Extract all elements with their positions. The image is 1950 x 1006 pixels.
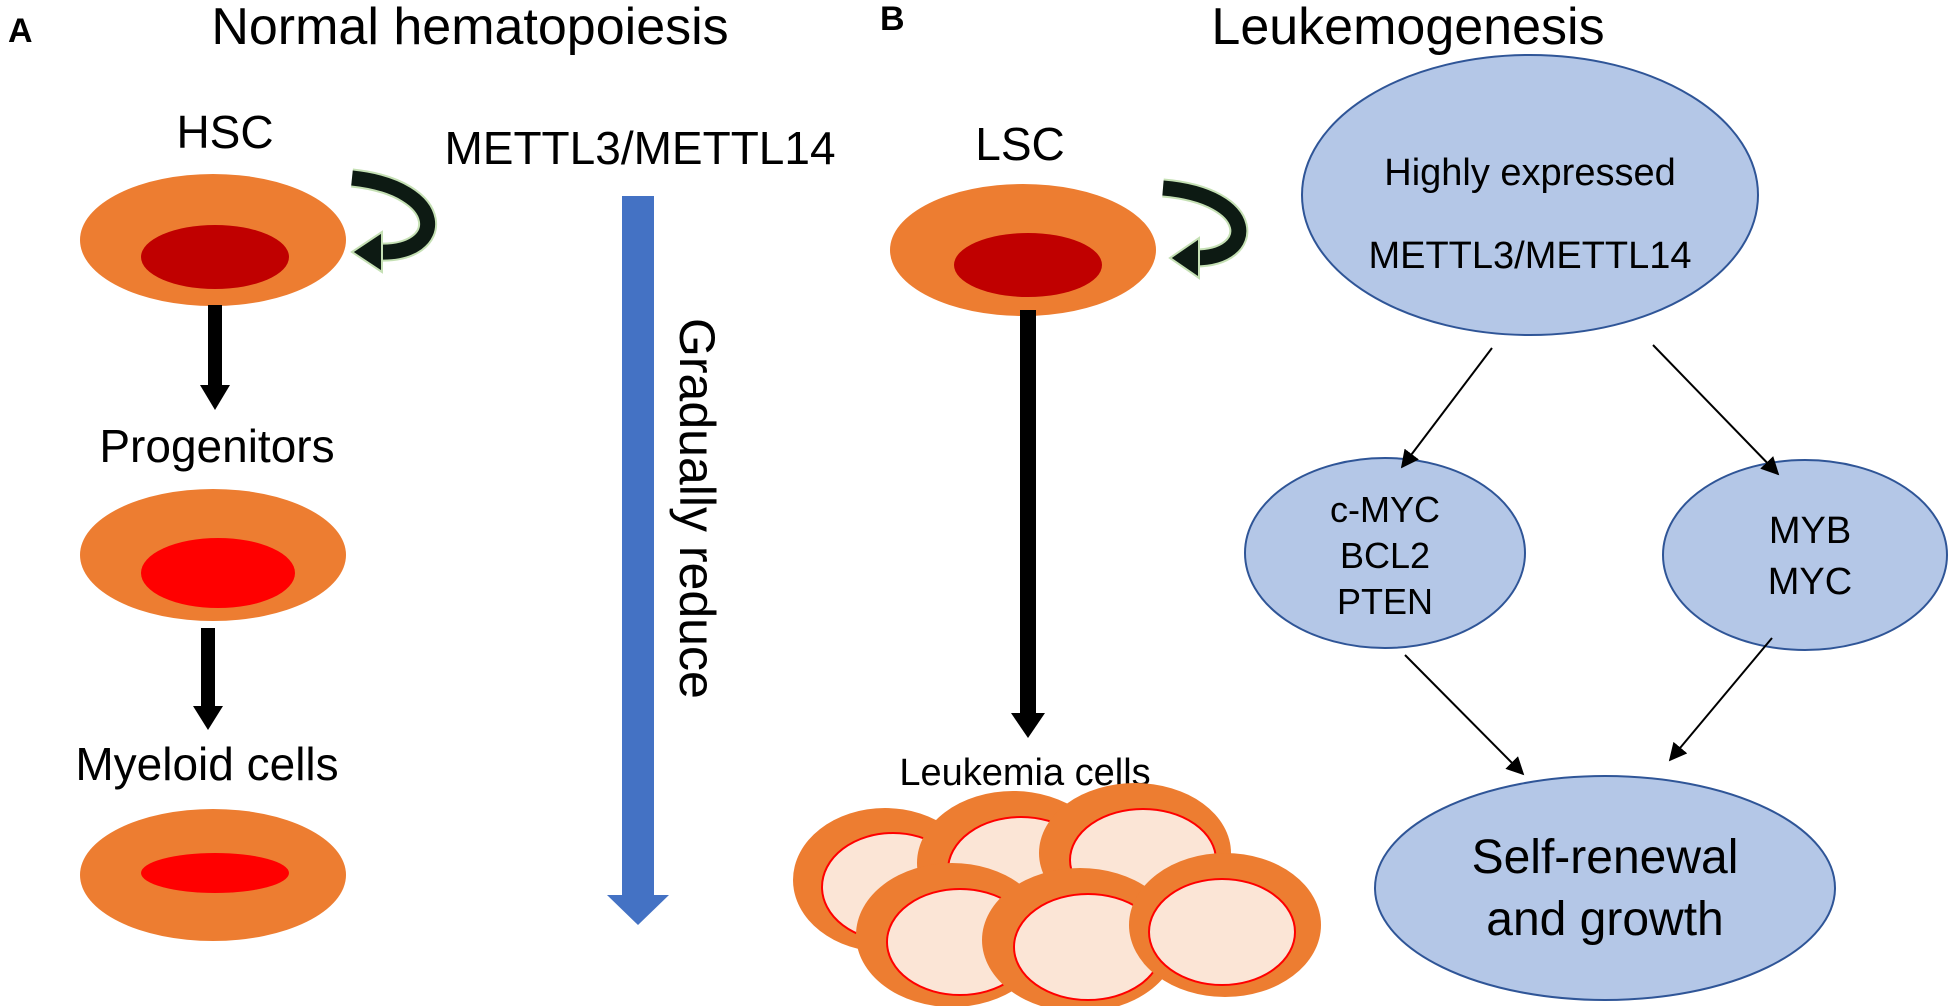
highly-expressed-label: Highly expressed xyxy=(1384,152,1675,194)
panel-b-title: Leukemogenesis xyxy=(1211,0,1604,56)
bcl2-label: BCL2 xyxy=(1340,535,1430,576)
right-to-bottom-arrow-icon xyxy=(1668,637,1773,762)
left-to-bottom-arrow-icon xyxy=(1404,654,1525,776)
panel-b: B Leukemogenesis LSC Leukemia cells xyxy=(793,0,1948,1006)
gradually-reduce-label: Gradually reduce xyxy=(669,318,725,699)
progenitor-cell xyxy=(80,489,346,621)
highly-expressed-node: Highly expressed METTL3/METTL14 xyxy=(1301,54,1759,336)
myb-myc-node: MYB MYC xyxy=(1662,459,1948,651)
lsc-self-renewal-arrow-icon xyxy=(1162,178,1249,280)
myb-label: MYB xyxy=(1769,510,1851,552)
leukemia-cell xyxy=(1129,853,1321,997)
panel-a: A Normal hematopoiesis HSC METTL3/METTL1… xyxy=(8,0,836,941)
progenitor-nucleus xyxy=(141,538,295,608)
self-renewal-node: Self-renewal and growth xyxy=(1374,775,1836,1001)
top-to-left-arrow-icon xyxy=(1400,347,1493,469)
highly-expressed-enzyme-label: METTL3/METTL14 xyxy=(1368,235,1691,277)
lsc-nucleus xyxy=(954,233,1102,297)
self-renewal-label: Self-renewal xyxy=(1472,831,1739,884)
pten-label: PTEN xyxy=(1337,581,1433,622)
hsc-label: HSC xyxy=(176,106,273,158)
lsc-label: LSC xyxy=(975,118,1064,170)
lsc-cell xyxy=(890,184,1156,316)
hsc-to-progenitors-arrow-icon xyxy=(200,305,230,410)
hsc-cell xyxy=(80,174,346,306)
myc-label: MYC xyxy=(1768,561,1852,603)
c-myc-label: c-MYC xyxy=(1330,489,1440,530)
progenitors-to-myeloid-arrow-icon xyxy=(193,628,223,730)
hsc-self-renewal-arrow-icon xyxy=(350,168,437,274)
myeloid-nucleus xyxy=(141,853,289,893)
leukemia-cell xyxy=(982,868,1178,1006)
mettl3-mettl14-label: METTL3/METTL14 xyxy=(444,122,835,174)
lsc-to-leukemia-arrow-icon xyxy=(1011,310,1045,738)
myeloid-cell xyxy=(80,809,346,941)
progenitors-label: Progenitors xyxy=(99,420,334,472)
gradually-reduce-arrow-icon xyxy=(607,196,669,925)
c-myc-bcl2-pten-node: c-MYC BCL2 PTEN xyxy=(1244,457,1526,649)
hsc-nucleus xyxy=(141,225,289,289)
leukemia-cell-cluster xyxy=(793,783,1321,1006)
myeloid-cells-label: Myeloid cells xyxy=(75,738,338,790)
panel-a-title: Normal hematopoiesis xyxy=(211,0,728,56)
panel-a-letter: A xyxy=(8,12,33,50)
top-to-right-arrow-icon xyxy=(1652,344,1780,476)
and-growth-label: and growth xyxy=(1486,893,1724,946)
panel-b-letter: B xyxy=(880,0,905,38)
